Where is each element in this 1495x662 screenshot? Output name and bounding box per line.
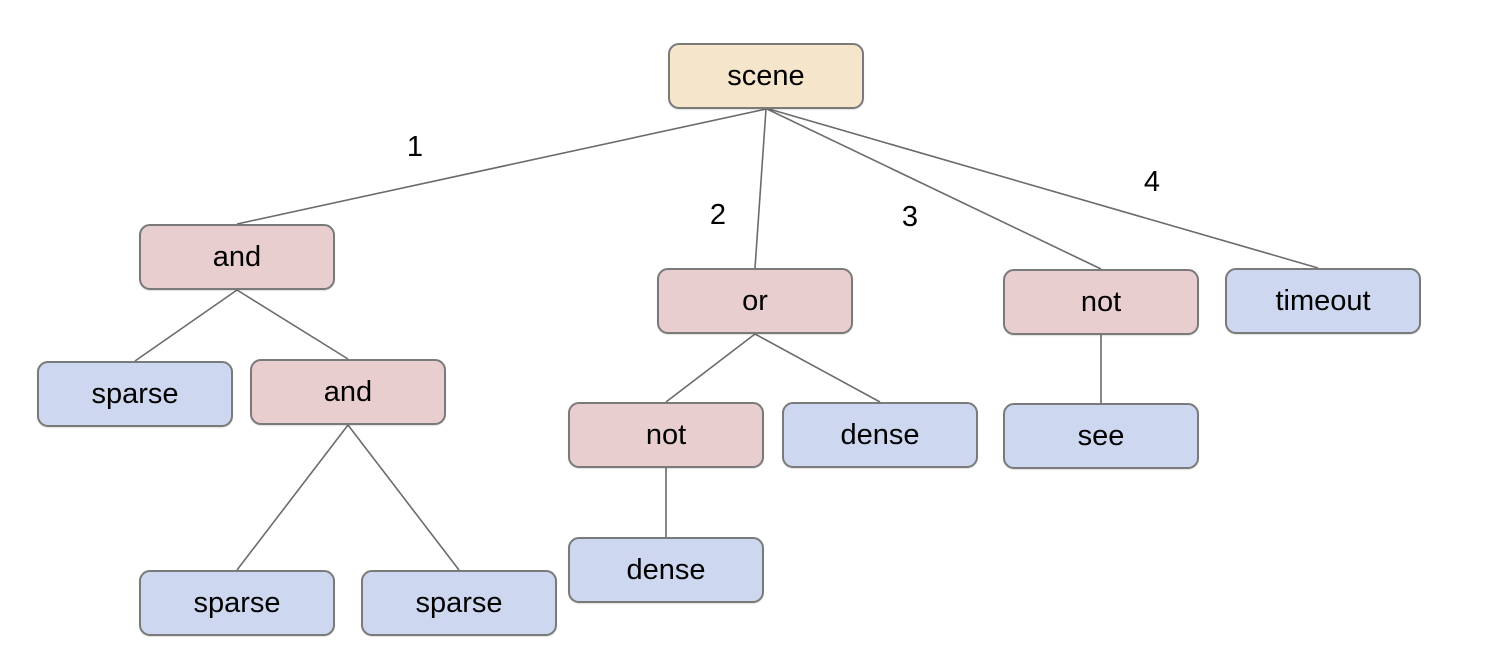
edge-label-4: 4 <box>1143 166 1161 198</box>
edge-and-2-sparse-3 <box>347 424 460 571</box>
edge-and-1-and-2 <box>236 289 349 360</box>
edge-or-1-dense-1 <box>754 333 881 403</box>
node-and-2: and <box>250 359 446 425</box>
node-not-1: not <box>1003 269 1199 335</box>
edge-scene-and-1 <box>236 108 767 225</box>
node-or-1: or <box>657 268 853 334</box>
node-scene: scene <box>668 43 864 109</box>
node-sparse-1: sparse <box>37 361 233 427</box>
edge-and-1-sparse-1 <box>134 289 238 362</box>
node-dense-2: dense <box>568 537 764 603</box>
edge-label-3: 3 <box>901 201 919 233</box>
node-sparse-3: sparse <box>361 570 557 636</box>
node-timeout: timeout <box>1225 268 1421 334</box>
node-dense-1: dense <box>782 402 978 468</box>
node-and-1: and <box>139 224 335 290</box>
edge-scene-not-1 <box>766 108 1102 270</box>
edge-or-1-not-2 <box>665 333 756 403</box>
edge-scene-timeout <box>768 108 1319 269</box>
edge-and-2-sparse-2 <box>236 424 349 571</box>
node-sparse-2: sparse <box>139 570 335 636</box>
edge-label-2: 2 <box>709 199 727 231</box>
node-not-2: not <box>568 402 764 468</box>
node-see: see <box>1003 403 1199 469</box>
edge-label-1: 1 <box>406 131 424 163</box>
edge-scene-or-1 <box>754 108 767 269</box>
